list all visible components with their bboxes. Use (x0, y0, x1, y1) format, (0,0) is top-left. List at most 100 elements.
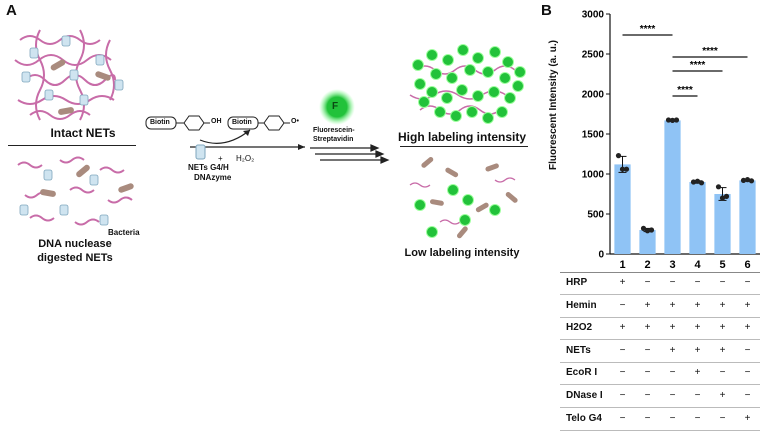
table-cell: + (669, 344, 676, 356)
data-point (640, 225, 647, 231)
h2o2-label: H₂O₂ (236, 154, 255, 163)
table-row-label: HRP (566, 277, 588, 288)
table-cell: + (719, 390, 726, 401)
labeling-arrows (310, 144, 390, 164)
data-point (690, 179, 697, 185)
table-cell: + (619, 277, 626, 288)
table-row: Hemin−+++++ (560, 295, 760, 318)
table-cell: + (619, 322, 626, 334)
y-tick-label: 1500 (582, 130, 605, 141)
table-cell: − (694, 277, 701, 288)
x-tick-label: 4 (694, 259, 701, 271)
table-row-label: Telo G4 (566, 412, 602, 424)
table-cell: − (669, 390, 676, 401)
low-labeling-label: Low labeling intensity (404, 247, 520, 259)
table-cell: − (744, 367, 751, 379)
bar (714, 194, 731, 254)
data-point (694, 178, 701, 184)
table-cell: + (669, 322, 676, 334)
table-cell: − (719, 412, 726, 424)
biotin-left-label: Biotin (150, 119, 170, 126)
table-cell: + (719, 344, 726, 356)
table-border (560, 272, 760, 431)
table-cell: − (619, 344, 626, 356)
bar (614, 164, 631, 254)
table-cell: − (694, 390, 701, 401)
table-cell: − (644, 344, 651, 356)
bar (689, 182, 706, 254)
table-cell: − (744, 390, 751, 401)
data-point (619, 166, 626, 172)
panel-a-letter: A (6, 2, 17, 19)
table-row-label: NETs (566, 344, 591, 356)
table-cell: + (744, 322, 751, 334)
digested-nets-proteins (19, 169, 109, 226)
bacteria-label: Bacteria (108, 228, 140, 237)
intact-nets-proteins (21, 35, 124, 106)
y-tick-label: 1000 (582, 170, 605, 181)
panel-b-letter: B (541, 2, 552, 19)
data-point (748, 178, 755, 184)
significance-label: **** (690, 60, 706, 71)
data-point (715, 184, 722, 190)
table-cell: − (744, 344, 751, 356)
table-cell: + (644, 322, 651, 334)
divider-left (8, 145, 136, 146)
table-cell: + (744, 412, 751, 424)
fluorescein-label-2: Streptavidin (313, 136, 354, 143)
data-point (623, 166, 630, 172)
table-cell: − (694, 412, 701, 424)
data-point (719, 195, 726, 201)
table-cell: + (644, 299, 651, 311)
dna-nuclease-label-2: digested NETs (37, 252, 113, 264)
table-row-label: DNase I (566, 390, 603, 401)
plus-label: + (218, 154, 223, 163)
x-tick-label: 3 (669, 259, 675, 271)
table-cell: − (669, 412, 676, 424)
table-cell: − (644, 412, 651, 424)
high-labeling-label: High labeling intensity (397, 130, 526, 144)
bar (664, 120, 681, 255)
divider-right (400, 146, 528, 147)
radical-label: O• (291, 118, 299, 125)
dnazyme-label-2: DNAzyme (194, 173, 232, 182)
intact-nets-bacteria (50, 59, 111, 115)
table-cell: + (669, 299, 676, 311)
table-row: H2O2 + + + + + + (560, 317, 760, 341)
x-tick-label: 6 (744, 259, 750, 271)
table-cell: − (669, 367, 676, 379)
oh-label: OH (211, 118, 222, 125)
high-labeling-illustration (409, 44, 526, 124)
y-tick-label: 3000 (582, 10, 605, 21)
fluorescein-label-1: Fluorescein- (313, 127, 355, 134)
table-cell: + (694, 299, 701, 311)
table-cell: − (619, 390, 626, 401)
data-point (615, 153, 622, 159)
significance-label: **** (702, 46, 718, 57)
data-point (698, 180, 705, 186)
table-cell: − (744, 277, 751, 288)
table-cell: − (619, 299, 626, 311)
table-row: HRP+−−−−− (560, 272, 760, 295)
table-cell: − (619, 367, 626, 379)
biotin-phenol-molecule (145, 115, 210, 131)
table-row-label: Hemin (566, 299, 597, 311)
x-tick-label: 5 (719, 259, 725, 271)
table-cell: + (694, 322, 701, 334)
table-row: NETs−−+++− (560, 340, 760, 363)
x-tick-label: 2 (644, 259, 650, 271)
dnazyme-icon (195, 144, 206, 160)
biotin-radical-molecule (227, 115, 290, 131)
table-cell: + (719, 299, 726, 311)
bar (739, 180, 756, 254)
data-point (648, 227, 655, 233)
table-cell: − (644, 277, 651, 288)
y-tick-label: 2000 (582, 90, 605, 101)
f-symbol: F (332, 101, 339, 112)
table-row-label: H2O2 (566, 322, 593, 334)
y-tick-label: 0 (598, 250, 604, 261)
table-cell: + (719, 322, 726, 334)
table-cell: − (644, 390, 651, 401)
